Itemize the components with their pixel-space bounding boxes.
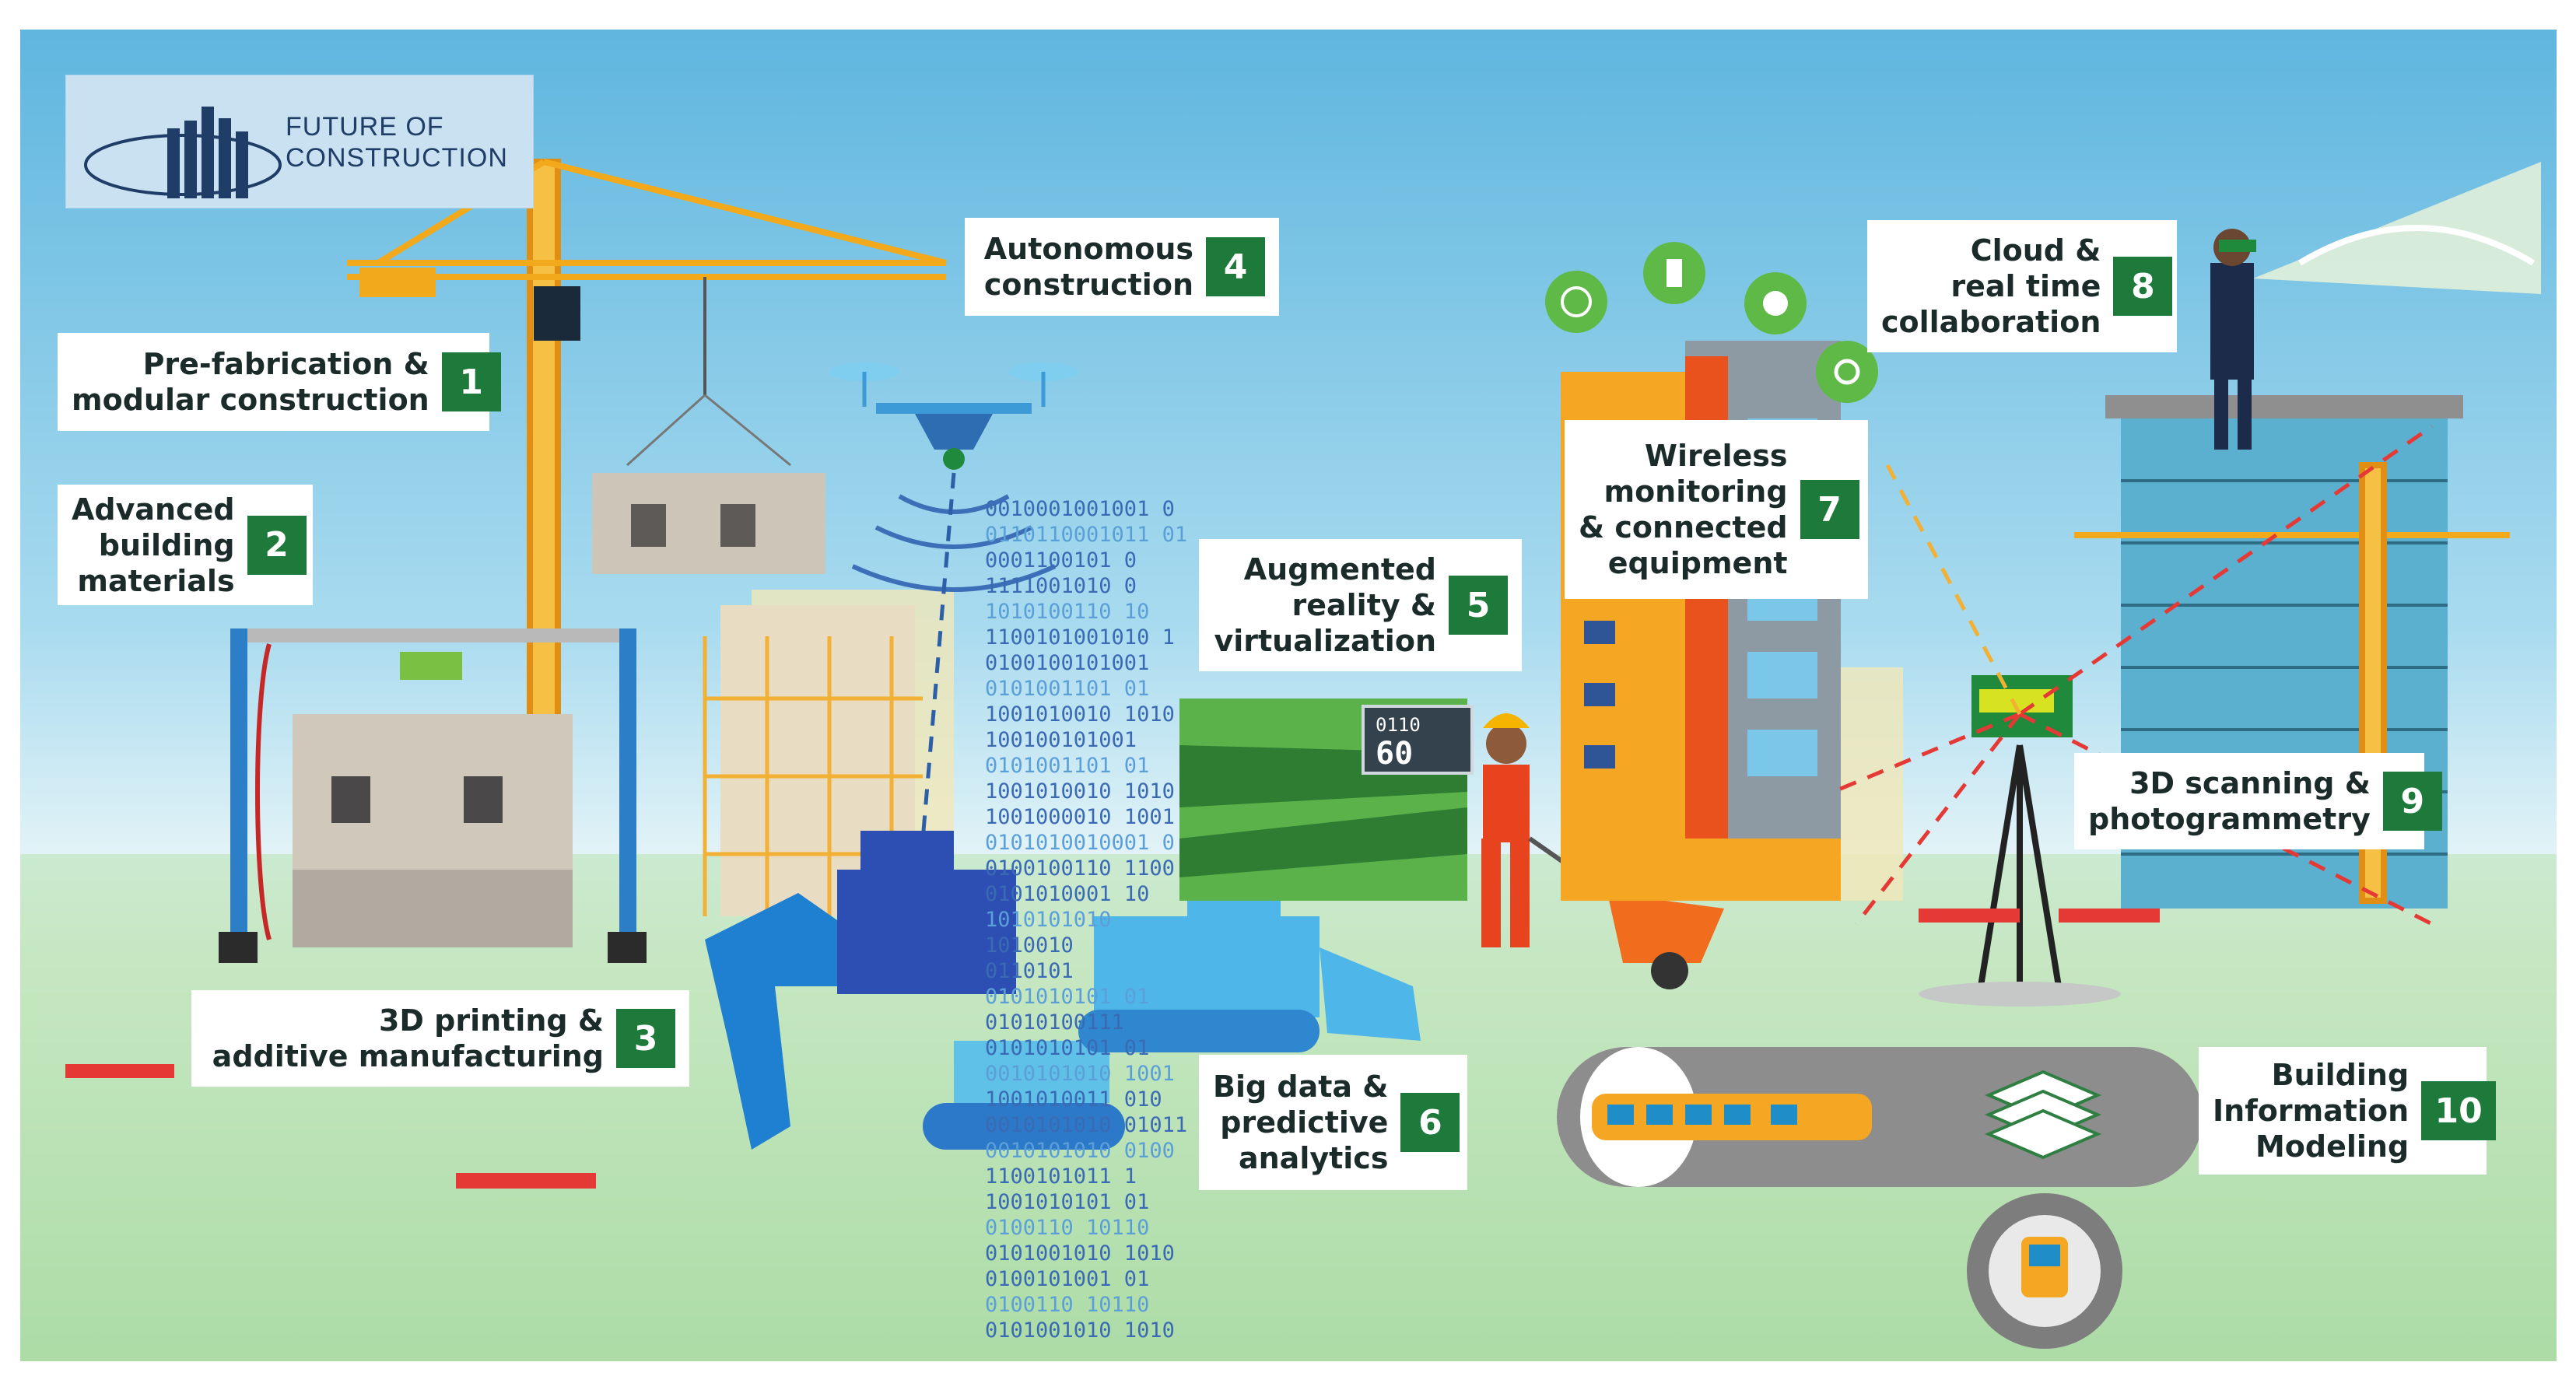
- label-text: Big data & predictive analytics: [1213, 1070, 1389, 1175]
- binary-line: 1010100110 10: [985, 600, 1150, 624]
- binary-line: 0010001001001 0: [985, 497, 1175, 521]
- binary-line: 0100110 10110: [985, 1216, 1150, 1240]
- construction-infographic: 0110 60: [20, 30, 2557, 1361]
- binary-line: 0010101010 0100: [985, 1139, 1175, 1163]
- binary-line: 1010010: [985, 933, 1074, 958]
- binary-line: 0100100101001: [985, 651, 1150, 675]
- 3d-printer-icon: [219, 628, 647, 963]
- binary-line: 0101010101 01: [985, 1036, 1150, 1060]
- label-text: Wireless monitoring & connected equipmen…: [1579, 439, 1788, 580]
- label-text: Building Information Modeling: [2213, 1058, 2410, 1164]
- binary-line: 0001100101 0: [985, 548, 1137, 572]
- sensor-icons: [1545, 242, 1878, 403]
- illustration: 0110 60: [20, 159, 2557, 1361]
- label-autonomous-construction: Autonomous construction 4: [965, 218, 1279, 316]
- binary-line: 0101010001 10: [985, 882, 1150, 906]
- label-text: Pre-fabrication & modular construction: [72, 347, 429, 417]
- binary-line: 0100100110 1100: [985, 856, 1175, 881]
- label-number-badge: 1: [441, 352, 501, 411]
- binary-line: 0110110001011 01: [985, 523, 1188, 547]
- binary-line: 0010101010 1001: [985, 1062, 1175, 1086]
- label-augmented-reality: Augmented reality & virtualization 5: [1199, 539, 1522, 671]
- label-prefabrication: Pre-fabrication & modular construction 1: [58, 333, 501, 431]
- label-text: 3D scanning & photogrammetry: [2088, 766, 2371, 836]
- ar-display-bottom: 60: [1376, 736, 1413, 772]
- logo-line1: FUTURE OF: [286, 112, 444, 142]
- binary-line: 1100101011 1: [985, 1164, 1137, 1189]
- label-number-badge: 4: [1206, 237, 1265, 296]
- label-text: Autonomous construction: [983, 232, 1193, 302]
- train-tunnel-icon: [1557, 1047, 2203, 1187]
- label-text: Cloud & real time collaboration: [1881, 233, 2101, 339]
- binary-line: 0100101001 01: [985, 1267, 1150, 1291]
- label-number-badge: 8: [2113, 257, 2173, 316]
- train-signal-icon: [1967, 1193, 2122, 1349]
- binary-line: 1001010010 1010: [985, 779, 1175, 804]
- binary-line: 100100101001: [985, 728, 1137, 752]
- future-of-construction-logo: FUTURE OF CONSTRUCTION: [65, 75, 534, 208]
- binary-line: 1001000010 1001: [985, 805, 1175, 829]
- label-big-data: Big data & predictive analytics 6: [1199, 1055, 1467, 1190]
- tripod-scanner-icon: [1832, 424, 2434, 1007]
- label-advanced-materials: Advanced building materials 2: [58, 485, 313, 605]
- label-number-badge: 7: [1800, 480, 1859, 539]
- binary-line: 0101001101 01: [985, 754, 1150, 778]
- binary-line: 1001010101 01: [985, 1190, 1150, 1214]
- binary-line: 01010100111: [985, 1010, 1124, 1035]
- bulldozer-icon: [1078, 870, 1421, 1052]
- worker-icon: [1481, 713, 1724, 989]
- label-text: 3D printing & additive manufacturing: [212, 1003, 604, 1073]
- label-number-badge: 6: [1400, 1093, 1460, 1152]
- binary-line: 1001010011 010: [985, 1087, 1162, 1112]
- label-number-badge: 2: [247, 515, 307, 575]
- binary-line: 0010101010 01011: [985, 1113, 1188, 1137]
- binary-line: 0110101: [985, 959, 1074, 983]
- label-3d-printing: 3D printing & additive manufacturing 3: [191, 990, 689, 1087]
- label-number-badge: 3: [616, 1009, 675, 1068]
- label-3d-scanning: 3D scanning & photogrammetry 9: [2074, 753, 2442, 849]
- right-crane-icon: [2074, 462, 2510, 904]
- binary-line: 1100101001010 1: [985, 625, 1175, 649]
- stacked-layers-icon: [1984, 1070, 2102, 1160]
- binary-line: 0100110 10110: [985, 1293, 1150, 1317]
- logo-line2: CONSTRUCTION: [286, 143, 508, 173]
- binary-line: 0101001101 01: [985, 677, 1150, 701]
- label-wireless-monitoring: Wireless monitoring & connected equipmen…: [1565, 420, 1868, 599]
- binary-line: 1111001010 0: [985, 574, 1137, 598]
- binary-line: 0101001010 1010: [985, 1318, 1175, 1343]
- label-text: Advanced building materials: [72, 492, 235, 598]
- label-text: Augmented reality & virtualization: [1214, 552, 1436, 658]
- label-cloud-collaboration: Cloud & real time collaboration 8: [1867, 220, 2177, 352]
- building-bars-logo-icon: [84, 107, 282, 198]
- binary-line: 1010101010: [985, 908, 1112, 932]
- excavator-icon: [705, 831, 1125, 1150]
- barrier-icons: [65, 909, 2160, 1189]
- prefab-module-icon: [592, 473, 825, 574]
- binary-line: 1001010010 1010: [985, 702, 1175, 727]
- vr-executive-icon: [2210, 162, 2541, 450]
- binary-line: 0101010101 01: [985, 985, 1150, 1009]
- label-number-badge: 5: [1449, 576, 1508, 635]
- binary-line: 0101010010001 0: [985, 831, 1175, 855]
- binary-line: 0101001010 1010: [985, 1241, 1175, 1266]
- label-number-badge: 10: [2421, 1081, 2497, 1140]
- label-bim: Building Information Modeling 10: [2199, 1047, 2497, 1175]
- ar-display-top: 0110: [1376, 714, 1421, 736]
- ar-building: [1179, 699, 1474, 901]
- label-number-badge: 9: [2382, 772, 2442, 831]
